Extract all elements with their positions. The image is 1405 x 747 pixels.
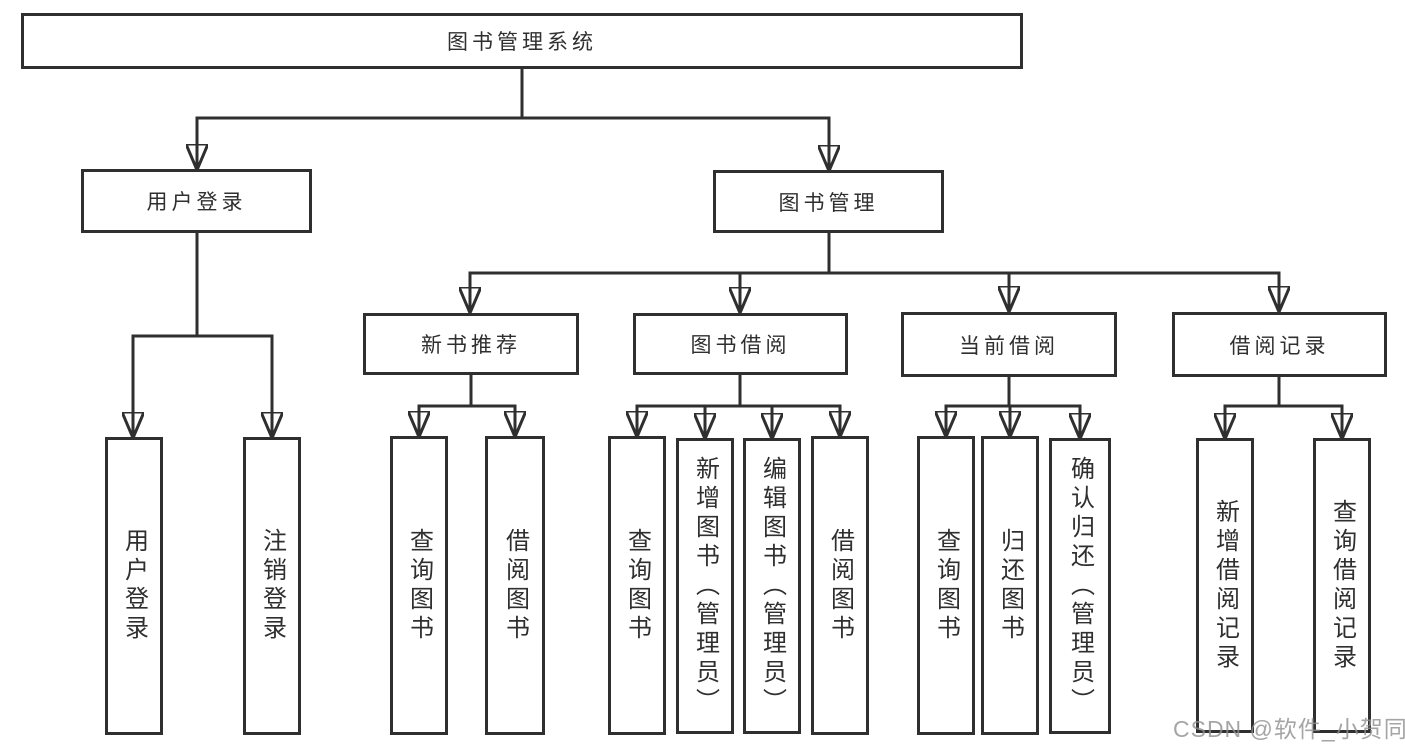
node-borrowing-query-books: 查询图书 [608, 436, 666, 735]
node-borrowing-records: 借阅记录 [1172, 312, 1387, 377]
node-current-borrowing: 当前借阅 [901, 312, 1117, 377]
node-current-return-books: 归还图书 [981, 436, 1039, 735]
node-new-book-recommend: 新书推荐 [363, 313, 579, 375]
node-library-management-system: 图书管理系统 [21, 13, 1023, 69]
node-book-borrowing: 图书借阅 [633, 313, 848, 375]
node-user-login: 用户登录 [81, 169, 312, 233]
node-user-login-action: 用户登录 [105, 437, 163, 735]
node-borrowing-edit-books-admin: 编辑图书（管理员） [743, 438, 801, 734]
node-records-query-borrow-record: 查询借阅记录 [1313, 438, 1371, 733]
node-recommend-borrow-books: 借阅图书 [485, 436, 545, 735]
node-book-management: 图书管理 [713, 170, 944, 233]
node-recommend-query-books: 查询图书 [390, 436, 448, 735]
node-current-query-books: 查询图书 [917, 436, 975, 735]
node-records-add-borrow-record: 新增借阅记录 [1196, 438, 1254, 733]
node-borrowing-add-books-admin: 新增图书（管理员） [676, 438, 734, 734]
node-borrowing-borrow-books: 借阅图书 [811, 436, 869, 735]
csdn-watermark: CSDN @软件_小贺同学 [1173, 716, 1405, 742]
node-current-confirm-return-admin: 确认归还（管理员） [1049, 438, 1111, 734]
node-logout-action: 注销登录 [243, 437, 301, 735]
